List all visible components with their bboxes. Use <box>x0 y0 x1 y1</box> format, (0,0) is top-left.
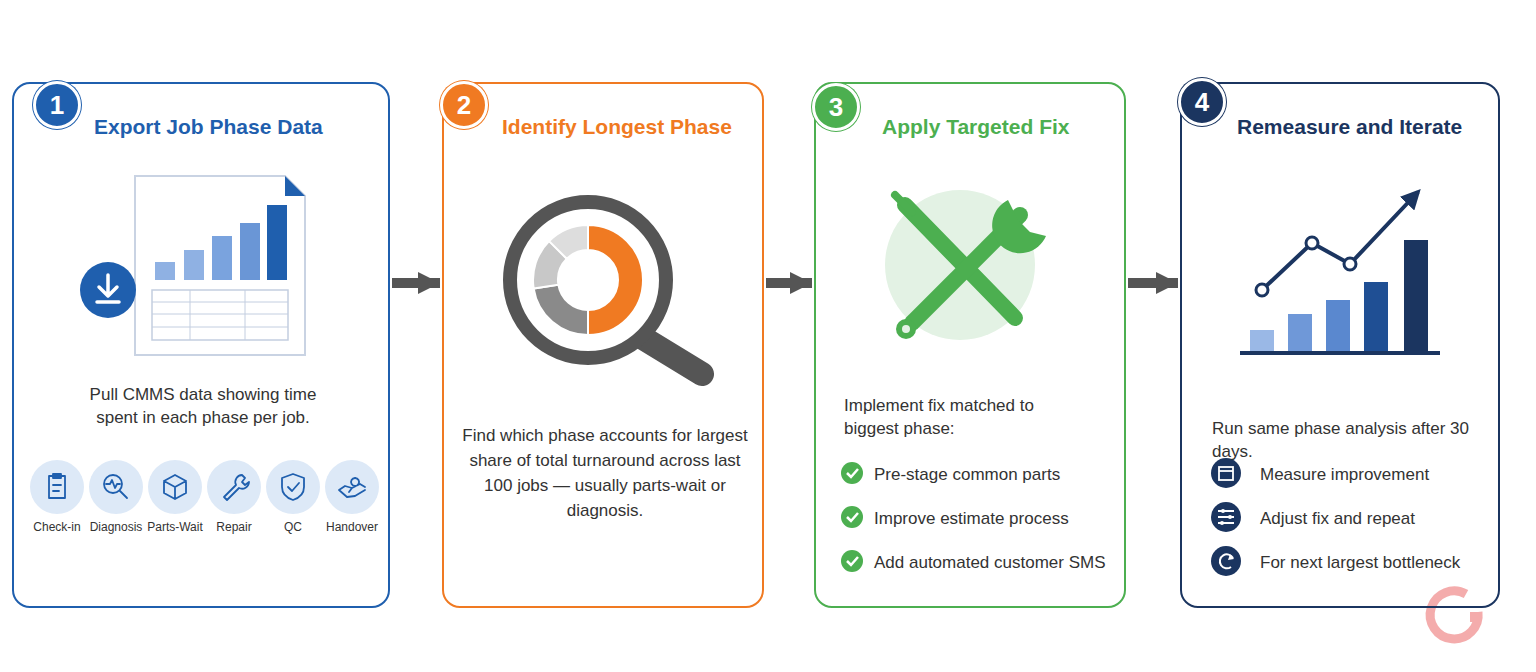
phase-label: Repair <box>197 520 271 535</box>
step-number-circle: 3 <box>812 83 860 131</box>
step-description: Run same phase analysis after 30 days. <box>1212 417 1472 463</box>
step-description: Find which phase accounts for largest sh… <box>460 423 750 523</box>
list-item: Pre-stage common parts <box>874 464 1119 486</box>
flow-arrow <box>392 278 440 288</box>
phase-label: Diagnosis <box>79 520 153 535</box>
step-number: 4 <box>1181 81 1223 123</box>
phase-icon <box>266 460 320 514</box>
step-heading: Identify Longest Phase <box>502 114 802 140</box>
list-item: Measure improvement <box>1260 464 1496 486</box>
step-number: 3 <box>815 86 857 128</box>
donut-segment <box>588 225 643 335</box>
step-number-circle: 2 <box>440 81 488 129</box>
step-number: 1 <box>36 84 78 126</box>
step-description: Pull CMMS data showing time spent in eac… <box>68 383 338 429</box>
document-illustration <box>80 176 305 355</box>
phase-icon-circle: Diagnosis <box>89 460 143 514</box>
step-panel: 4Remeasure and IterateRun same phase ana… <box>1180 82 1500 608</box>
phase-icon-circle: Handover <box>325 460 379 514</box>
step-heading: Remeasure and Iterate <box>1237 114 1536 140</box>
donut-segment <box>534 285 588 335</box>
list-item: Add automated customer SMS <box>874 552 1119 574</box>
phase-icon <box>148 460 202 514</box>
phase-label: Check-in <box>20 520 94 535</box>
phase-icon-circle: Parts-Wait <box>148 460 202 514</box>
step-description: Implement fix matched to biggest phase: <box>844 394 1084 440</box>
step-panel: 1Check-inDiagnosisParts-WaitRepairQCHand… <box>12 82 390 608</box>
donut-segment <box>549 225 588 259</box>
magnifier-illustration <box>510 202 702 374</box>
step-panel: 3Apply Targeted FixImplement fix matched… <box>814 82 1126 608</box>
phase-label: QC <box>256 520 330 535</box>
phase-icon-circle: Check-in <box>30 460 84 514</box>
phase-icon <box>89 460 143 514</box>
step-number-circle: 4 <box>1178 78 1226 126</box>
step-panel: 2Identify Longest PhaseFind which phase … <box>442 82 764 608</box>
phase-icon <box>207 460 261 514</box>
phase-label: Handover <box>315 520 389 535</box>
phase-icon-circle: Repair <box>207 460 261 514</box>
step-icons <box>1211 458 1241 576</box>
step-heading: Export Job Phase Data <box>94 114 394 140</box>
step-heading: Apply Targeted Fix <box>882 114 1182 140</box>
phase-icon-circle: QC <box>266 460 320 514</box>
growth-chart <box>1240 192 1440 353</box>
phase-label: Parts-Wait <box>138 520 212 535</box>
check-icons <box>841 462 863 572</box>
phase-icon <box>30 460 84 514</box>
list-item: Adjust fix and repeat <box>1260 508 1496 530</box>
list-item: For next largest bottleneck <box>1260 552 1496 574</box>
phase-icon <box>325 460 379 514</box>
step-number: 2 <box>443 84 485 126</box>
flow-arrow <box>766 278 812 288</box>
tools-illustration <box>885 190 1046 340</box>
list-item: Improve estimate process <box>874 508 1119 530</box>
step-number-circle: 1 <box>33 81 81 129</box>
flow-arrow <box>1128 278 1178 288</box>
watermark-logo <box>1430 591 1480 639</box>
